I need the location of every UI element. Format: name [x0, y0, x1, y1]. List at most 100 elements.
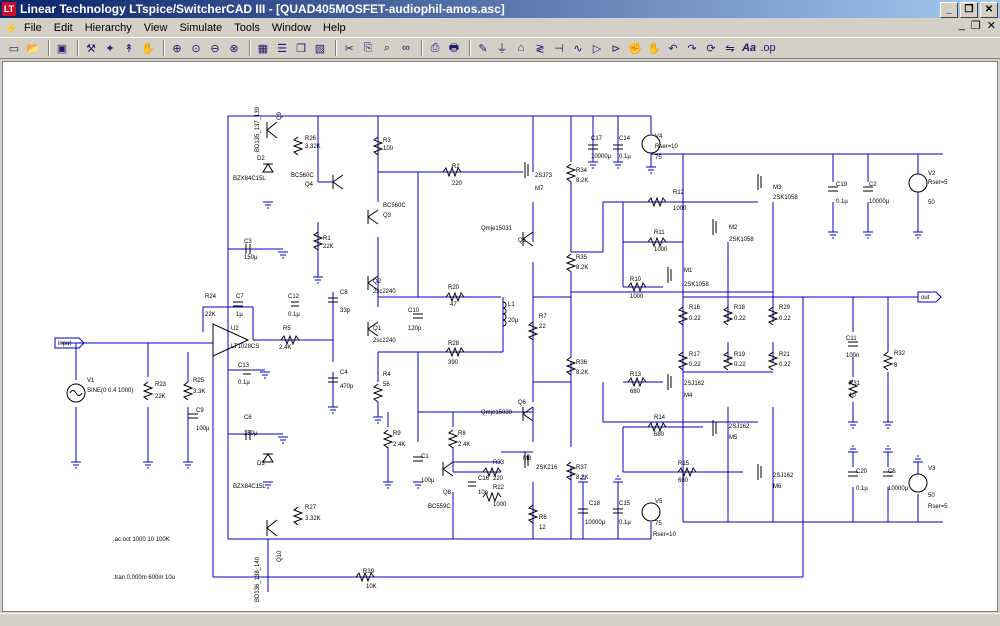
voltage-sources[interactable]: [66, 134, 928, 522]
r1-value: 22K: [323, 244, 334, 250]
copy-icon[interactable]: ⎘: [363, 41, 373, 54]
schematic-canvas[interactable]: input out .ac oct 1000 10 100K .tran 0.0…: [2, 61, 998, 612]
r26-ref: R26: [305, 136, 317, 142]
r19-value: 0.22: [734, 362, 746, 368]
component-icon[interactable]: ⊳: [611, 42, 621, 55]
r4-value: 56: [383, 382, 390, 388]
r8-ref: R8: [458, 431, 466, 437]
open-icon[interactable]: 📂: [26, 42, 40, 55]
v5-ref: V5: [655, 499, 663, 505]
label-icon[interactable]: ⌂: [517, 42, 525, 54]
wire-icon[interactable]: ✎: [478, 42, 488, 55]
inductor-l1[interactable]: [502, 301, 507, 327]
r35-value: 8.2K: [576, 265, 588, 271]
capacitors[interactable]: [188, 144, 893, 514]
toolbar-separator: [77, 40, 79, 56]
v2-ref: V2: [928, 171, 936, 177]
document-icon[interactable]: ⚡: [4, 22, 18, 35]
close-all-icon[interactable]: ▧: [314, 42, 326, 55]
r29-ref: R29: [779, 305, 791, 311]
r24-ref: R24: [205, 294, 217, 300]
inductor-icon[interactable]: ∿: [573, 42, 583, 55]
r22-ref: R22: [493, 485, 505, 491]
text-labels: input out .ac oct 1000 10 100K .tran 0.0…: [58, 106, 948, 602]
directive-tran[interactable]: .tran 0.000m 600m 10u: [113, 575, 175, 581]
menu-help[interactable]: Help: [323, 21, 346, 34]
r11-ref: R11: [654, 230, 665, 236]
menu-hierarchy[interactable]: Hierarchy: [84, 21, 132, 34]
toolbar-separator: [421, 40, 423, 56]
close-button[interactable]: ✕: [980, 2, 998, 18]
zener-diodes[interactable]: [262, 163, 274, 463]
r17-ref: R17: [689, 352, 701, 358]
print-setup-icon[interactable]: ⎙: [430, 41, 440, 54]
redo-icon[interactable]: ↷: [687, 42, 697, 55]
c16-value: 10n: [478, 490, 488, 496]
menu-window[interactable]: Window: [271, 21, 312, 34]
rotate-icon[interactable]: ⟳: [706, 42, 716, 55]
binoculars-icon[interactable]: ∞: [402, 42, 410, 54]
schematic-svg[interactable]: input out .ac oct 1000 10 100K .tran 0.0…: [3, 62, 997, 611]
c9-value: 100µ: [196, 426, 210, 432]
directive-ac[interactable]: .ac oct 1000 10 100K: [113, 537, 170, 543]
c7-value: 1µ: [236, 312, 243, 318]
ground-icon[interactable]: ⏚: [496, 43, 508, 55]
ltspice-app-icon[interactable]: LT: [2, 2, 16, 16]
maximize-button[interactable]: ❐: [960, 2, 978, 18]
zoom-cancel-icon[interactable]: ⊗: [229, 42, 239, 55]
drag-icon[interactable]: ✊: [628, 42, 642, 55]
c4-ref: C4: [340, 370, 348, 376]
zoom-area-icon[interactable]: ⊙: [191, 42, 201, 55]
move-icon[interactable]: ✋: [647, 42, 661, 55]
zoom-in-icon[interactable]: ⊕: [172, 42, 182, 55]
transistors[interactable]: [266, 121, 762, 537]
menu-view[interactable]: View: [143, 21, 168, 34]
menu-simulate[interactable]: Simulate: [179, 21, 223, 34]
mirror-icon[interactable]: ⇋: [725, 42, 735, 55]
m5-model: 2SJ162: [729, 424, 750, 430]
q4-ref: Q4: [305, 182, 314, 188]
resistors[interactable]: [142, 136, 894, 583]
new-schematic-icon[interactable]: ▭: [8, 42, 20, 55]
print-icon[interactable]: 🖶: [448, 41, 460, 54]
r4-ref: R4: [383, 372, 391, 378]
r18-ref: R18: [734, 305, 746, 311]
find-icon[interactable]: ⌕: [383, 41, 391, 54]
halt-icon[interactable]: ↟: [124, 42, 134, 55]
capacitor-icon[interactable]: ⊣: [554, 42, 564, 55]
q5-model: Qmje15031: [481, 226, 513, 232]
menu-tools[interactable]: Tools: [234, 21, 260, 34]
tile-horizontal-icon[interactable]: ☰: [277, 42, 287, 55]
r26-value: 3.32K: [305, 144, 321, 150]
r10-ref: R10: [630, 277, 642, 283]
minimize-button[interactable]: _: [940, 2, 958, 18]
menu-edit[interactable]: Edit: [53, 21, 73, 34]
q4-model: BC560C: [291, 173, 314, 179]
resistor-icon[interactable]: ≷: [535, 42, 545, 55]
undo-icon[interactable]: ↶: [668, 42, 678, 55]
run-icon[interactable]: ✦: [105, 42, 115, 55]
save-icon[interactable]: ▣: [56, 42, 68, 55]
r35-ref: R35: [576, 255, 588, 261]
mdi-restore-button[interactable]: ❐: [970, 20, 981, 32]
cut-icon[interactable]: ✂: [344, 42, 354, 55]
spice-directive-icon[interactable]: .op: [760, 42, 776, 54]
mdi-close-button[interactable]: ✕: [986, 20, 996, 32]
menu-file[interactable]: File: [24, 21, 42, 34]
opamp-u2[interactable]: [212, 323, 250, 357]
zoom-out-icon[interactable]: ⊖: [210, 42, 220, 55]
control-panel-icon[interactable]: ⚒: [86, 42, 96, 55]
autoscale-icon[interactable]: ▦: [257, 42, 269, 55]
q2-ref: Q2: [373, 279, 382, 285]
r36-ref: R36: [576, 360, 588, 366]
v1-value: SINE(0 0.4 1000): [87, 388, 133, 394]
c20-ref: C20: [856, 469, 868, 475]
text-icon[interactable]: Aa: [741, 42, 757, 54]
title-bar: LT Linear Technology LTspice/SwitcherCAD…: [0, 0, 1000, 18]
mdi-minimize-button[interactable]: _: [958, 19, 965, 31]
cascade-icon[interactable]: ❐: [296, 42, 306, 55]
pan-icon[interactable]: ✋: [141, 42, 155, 55]
v3-rser: Rser=5: [928, 504, 948, 510]
diode-icon[interactable]: ▷: [592, 42, 602, 55]
r6-ref: R6: [539, 515, 547, 521]
